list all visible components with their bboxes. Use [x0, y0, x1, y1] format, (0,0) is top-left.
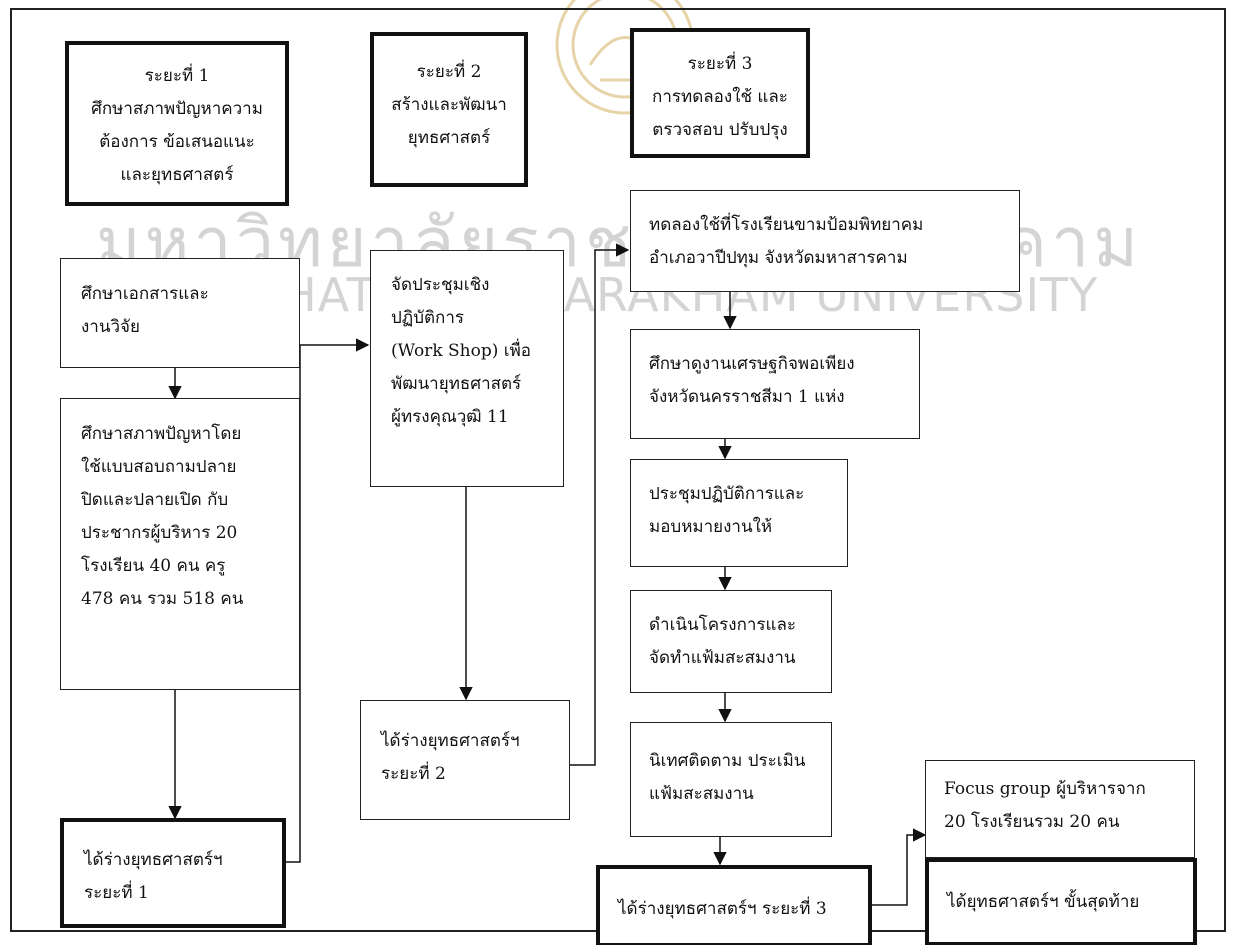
- phase3-supervision-evaluation: นิเทศติดตาม ประเมิน แฟ้มสะสมงาน: [630, 722, 832, 837]
- phase3-workshop-assignment: ประชุมปฏิบัติการและ มอบหมายงานให้: [630, 459, 848, 567]
- phase3-header: ระยะที่ 3 การทดลองใช้ และ ตรวจสอบ ปรับปร…: [630, 28, 810, 158]
- phase2-draft-result: ได้ร่างยุทธศาสตร์ฯ ระยะที่ 2: [360, 700, 570, 820]
- phase1-draft-result: ได้ร่างยุทธศาสตร์ฯ ระยะที่ 1: [60, 818, 286, 928]
- phase1-survey-study: ศึกษาสภาพปัญหาโดย ใช้แบบสอบถามปลาย ปิดแล…: [60, 398, 300, 690]
- focus-group: Focus group ผู้บริหารจาก 20 โรงเรียนรวม …: [925, 760, 1195, 858]
- phase3-draft-result: ได้ร่างยุทธศาสตร์ฯ ระยะที่ 3: [596, 865, 872, 945]
- final-strategy-result: ได้ยุทธศาสตร์ฯ ขั้นสุดท้าย: [925, 858, 1197, 945]
- phase1-literature-review: ศึกษาเอกสารและ งานวิจัย: [60, 258, 300, 368]
- phase1-header: ระยะที่ 1 ศึกษาสภาพปัญหาความ ต้องการ ข้อ…: [65, 41, 289, 206]
- phase3-study-visit: ศึกษาดูงานเศรษฐกิจพอเพียง จังหวัดนครราชส…: [630, 329, 920, 439]
- phase2-header: ระยะที่ 2 สร้างและพัฒนา ยุทธศาสตร์: [370, 32, 528, 187]
- phase3-project-portfolio: ดำเนินโครงการและ จัดทำแฟ้มสะสมงาน: [630, 590, 832, 693]
- phase3-trial-school: ทดลองใช้ที่โรงเรียนขามป้อมพิทยาคม อำเภอว…: [630, 190, 1020, 292]
- phase2-workshop: จัดประชุมเชิง ปฏิบัติการ (Work Shop) เพื…: [370, 250, 564, 487]
